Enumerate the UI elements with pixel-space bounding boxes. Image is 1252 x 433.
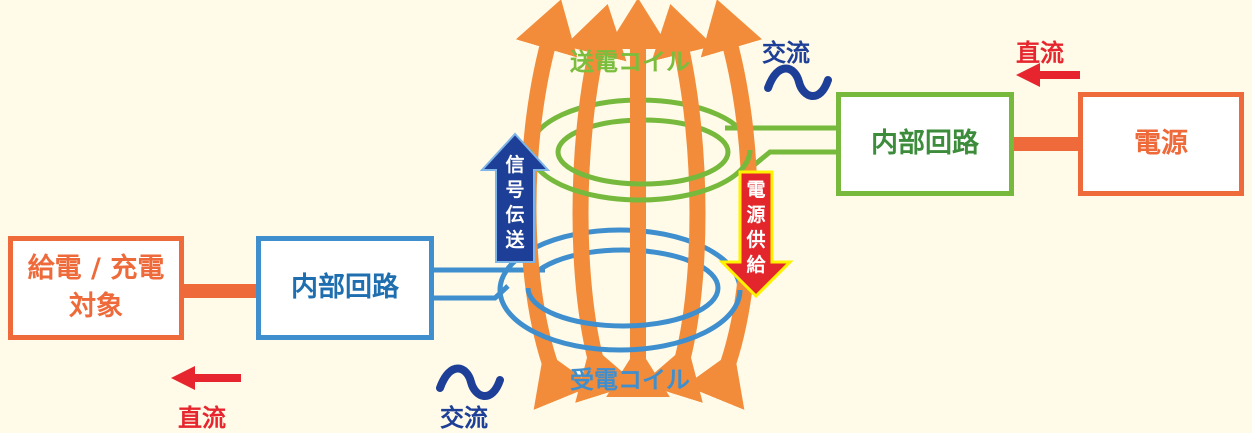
target-box: 給電 / 充電 対象 <box>8 236 184 340</box>
flux-line-right-inner <box>641 3 714 403</box>
signal-arrow <box>479 132 551 263</box>
rx-coil-front <box>497 287 743 353</box>
rx-dc-label: 直流 <box>178 404 226 432</box>
power-arrow <box>718 170 794 299</box>
tx-coil-front <box>527 149 753 203</box>
target-connector-bar <box>183 284 259 298</box>
source-connector-bar <box>1010 137 1082 151</box>
power-arrow-label: 電 源 供 給 <box>746 179 766 276</box>
dc-arrow-top <box>1016 63 1080 87</box>
rx-circuit-label: 内部回路 <box>291 272 399 303</box>
tx-dc-label: 直流 <box>1016 39 1064 67</box>
rx-coil-label: 受電コイル <box>570 366 690 394</box>
rx-internal-circuit-box: 内部回路 <box>256 236 434 340</box>
rx-ac-label: 交流 <box>440 404 488 432</box>
target-label-line1: 給電 / 充電 <box>27 253 165 284</box>
ac-symbol-bottom <box>436 364 504 400</box>
tx-ac-label: 交流 <box>762 39 810 67</box>
power-source-box: 電源 <box>1078 92 1244 196</box>
power-source-label: 電源 <box>1134 128 1188 159</box>
target-label-line2: 対象 <box>69 291 123 322</box>
tx-internal-circuit-box: 内部回路 <box>836 92 1014 196</box>
dc-arrow-bottom <box>171 366 241 390</box>
ac-symbol-top <box>764 64 832 100</box>
tx-coil-label: 送電コイル <box>570 48 690 76</box>
signal-arrow-label: 信 号 伝 送 <box>505 154 525 251</box>
tx-circuit-label: 内部回路 <box>871 128 979 159</box>
